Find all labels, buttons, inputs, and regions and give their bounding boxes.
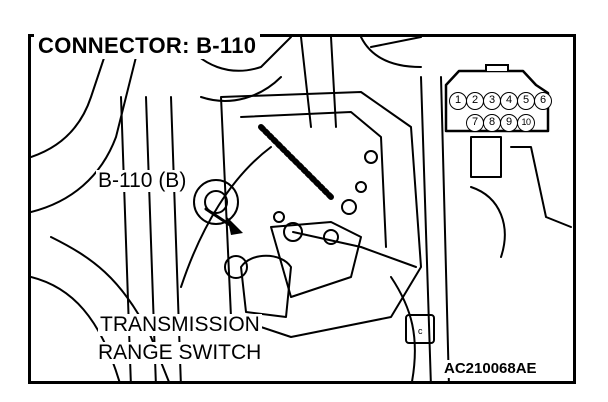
connector-pin: 6 (534, 92, 552, 110)
connector-callout-label: B-110 (B) (96, 169, 189, 192)
connector-pin: 9 (500, 114, 518, 132)
component-label-line2: RANGE SWITCH (96, 341, 264, 364)
engine-bay-illustration: c (31, 37, 572, 381)
connector-pin: 1 (449, 92, 467, 110)
connector-pin: 3 (483, 92, 501, 110)
diagram-title: CONNECTOR: B-110 (34, 33, 261, 59)
connector-pin: 8 (483, 114, 501, 132)
pointer-arrow-icon (227, 217, 243, 235)
connector-pin: 5 (517, 92, 535, 110)
connector-pin: 7 (466, 114, 484, 132)
component-label-line1: TRANSMISSION (98, 313, 262, 336)
figure-code: AC210068AE (441, 360, 540, 378)
connector-pin: 10 (517, 114, 535, 132)
connector-pin: 2 (466, 92, 484, 110)
svg-text:c: c (418, 326, 423, 336)
connector-pin: 4 (500, 92, 518, 110)
